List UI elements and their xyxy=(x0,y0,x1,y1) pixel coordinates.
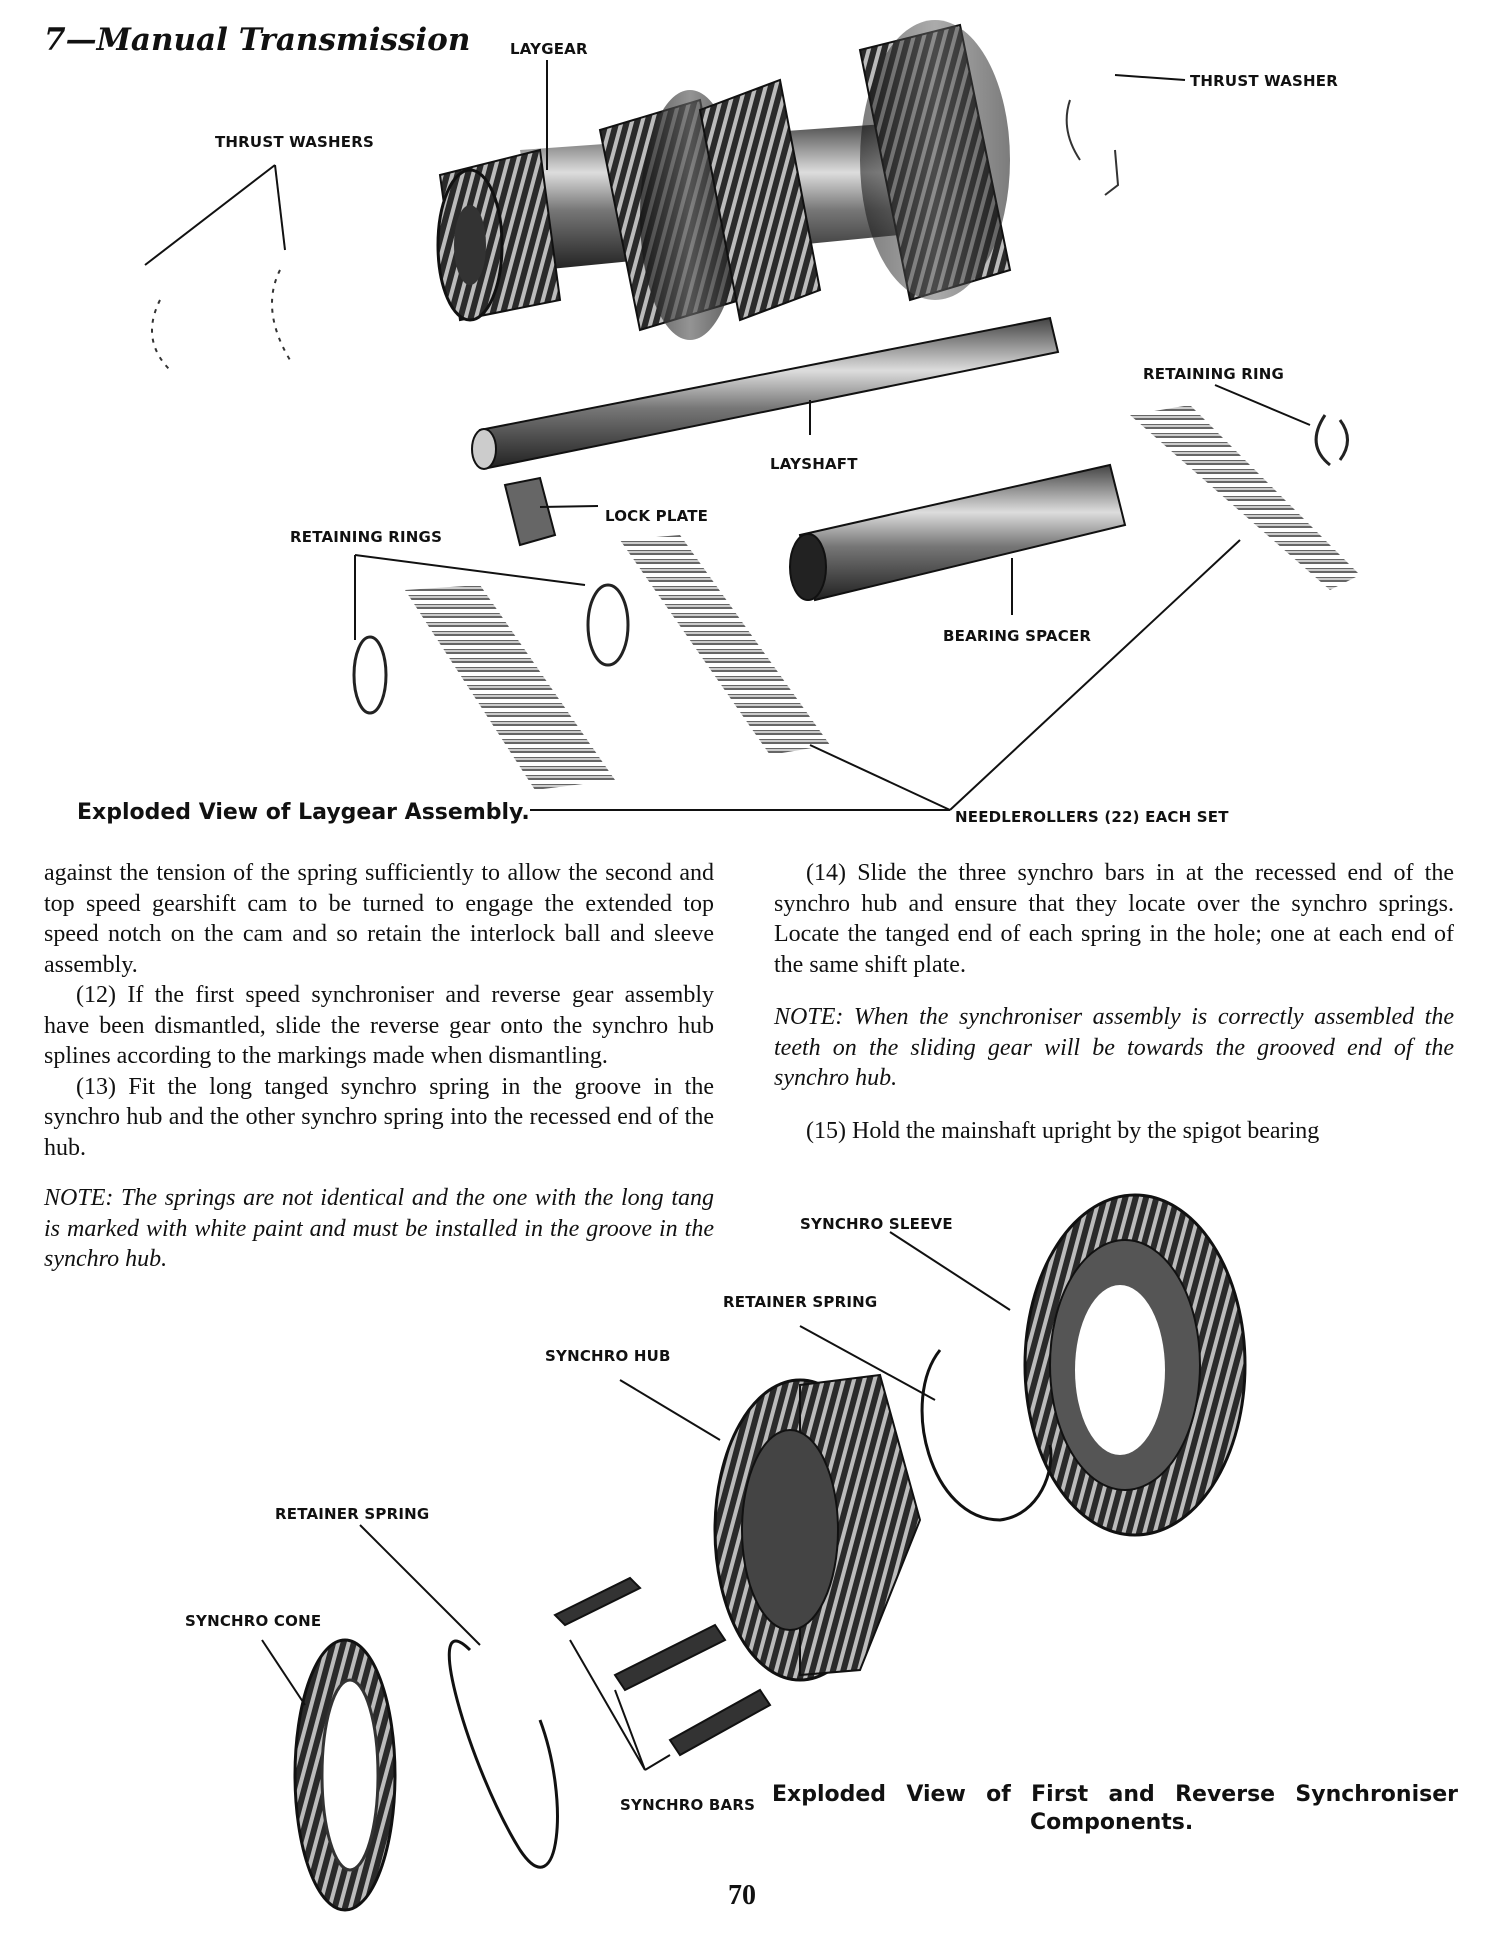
laygear-exploded-illustration xyxy=(144,20,1360,811)
synchro-sleeve xyxy=(889,1193,1247,1537)
right-column: (14) Slide the three synchro bars in at … xyxy=(774,858,1454,1146)
label-bearing-spacer: BEARING SPACER xyxy=(943,627,1092,645)
needle-roller-sets xyxy=(405,405,1360,811)
retaining-ring-right xyxy=(1214,384,1349,467)
paragraph-12: (12) If the first speed synchroniser and… xyxy=(44,982,714,1069)
paragraph-13: (13) Fit the long tanged synchro spring … xyxy=(44,1073,714,1161)
label-synchro-bars: SYNCHRO BARS xyxy=(620,1796,756,1814)
paragraph-continuation: against the tension of the spring suffic… xyxy=(44,860,714,978)
label-needlerollers: NEEDLEROLLERS (22) EACH SET xyxy=(955,808,1229,826)
retainer-spring-top xyxy=(799,1325,1053,1522)
label-retaining-rings: RETAINING RINGS xyxy=(290,528,443,546)
label-retaining-ring: RETAINING RING xyxy=(1143,365,1285,383)
label-synchro-hub: SYNCHRO HUB xyxy=(545,1347,671,1365)
synchro-hub xyxy=(619,1373,922,1682)
layshaft xyxy=(471,316,1060,470)
label-thrust-washers: THRUST WASHERS xyxy=(215,133,375,151)
paragraph-14: (14) Slide the three synchro bars in at … xyxy=(774,860,1454,978)
label-thrust-washer: THRUST WASHER xyxy=(1190,72,1339,90)
page-title: 7—Manual Transmission xyxy=(44,22,471,58)
note-springs: NOTE: The springs are not identical and … xyxy=(44,1185,714,1272)
label-synchro-cone: SYNCHRO CONE xyxy=(185,1612,322,1630)
thrust-washers-left xyxy=(144,164,291,371)
figure2-caption-line2: Components. xyxy=(1030,1810,1194,1835)
label-synchro-sleeve: SYNCHRO SLEEVE xyxy=(800,1215,953,1233)
note-synchroniser: NOTE: When the synchroniser assembly is … xyxy=(774,1004,1454,1091)
bearing-spacer xyxy=(789,463,1127,615)
retainer-spring-left xyxy=(359,1524,559,1869)
retaining-rings-left xyxy=(352,554,630,715)
paragraph-15: (15) Hold the mainshaft upright by the s… xyxy=(806,1117,1320,1144)
synchro-bars xyxy=(553,1576,772,1771)
figure2-caption-line1: Exploded View of First and Reverse Synch… xyxy=(772,1782,1458,1807)
laygear xyxy=(436,20,1012,340)
label-laygear: LAYGEAR xyxy=(510,40,588,58)
label-lock-plate: LOCK PLATE xyxy=(605,507,709,525)
label-layshaft: LAYSHAFT xyxy=(770,455,858,473)
lock-plate xyxy=(503,476,599,547)
left-column: against the tension of the spring suffic… xyxy=(44,858,714,1275)
thrust-washer-right xyxy=(1065,74,1186,196)
label-retainer-spring-left: RETAINER SPRING xyxy=(275,1505,430,1523)
label-retainer-spring-top: RETAINER SPRING xyxy=(723,1293,878,1311)
page-number: 70 xyxy=(728,1880,756,1911)
synchro-cone xyxy=(261,1638,397,1912)
figure1-caption: Exploded View of Laygear Assembly. xyxy=(77,800,530,825)
